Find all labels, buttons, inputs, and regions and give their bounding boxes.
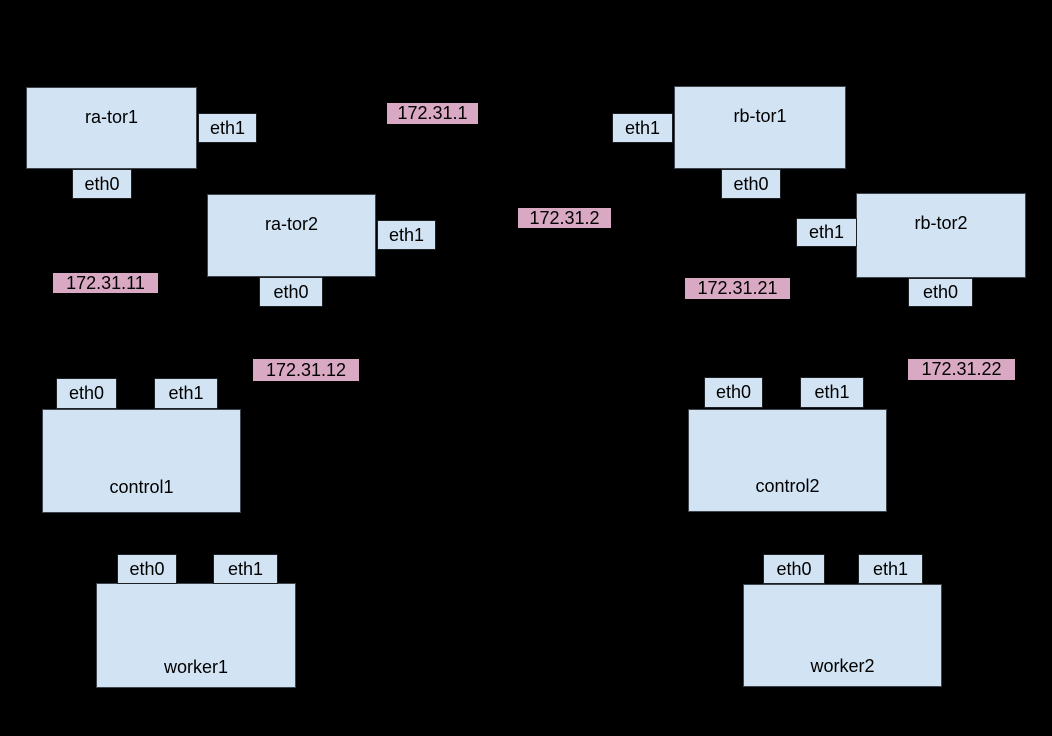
iface-rb-tor2-eth1: eth1 bbox=[796, 218, 857, 247]
iface-worker1-eth1: eth1 bbox=[213, 554, 278, 584]
ip-label-172-31-22: 172.31.22 bbox=[908, 359, 1015, 380]
node-label-rb-tor2: rb-tor2 bbox=[914, 213, 968, 233]
iface-ra-tor1-eth0: eth0 bbox=[72, 169, 132, 199]
iface-worker2-eth1: eth1 bbox=[858, 554, 923, 584]
iface-ra-tor2-eth0: eth0 bbox=[259, 277, 323, 307]
node-worker1: worker1 bbox=[96, 583, 296, 688]
node-label-ra-tor1: ra-tor1 bbox=[84, 107, 138, 127]
node-control1: control1 bbox=[42, 409, 241, 513]
ip-label-172-31-2: 172.31.2 bbox=[518, 208, 611, 228]
node-label-worker2: worker2 bbox=[810, 656, 875, 676]
node-ra-tor2: ra-tor2 bbox=[207, 194, 376, 277]
iface-ra-tor2-eth1: eth1 bbox=[377, 220, 436, 250]
node-label-control1: control1 bbox=[109, 477, 174, 497]
ip-label-172-31-11: 172.31.11 bbox=[53, 273, 158, 293]
iface-rb-tor1-eth1: eth1 bbox=[612, 113, 673, 143]
node-control2: control2 bbox=[688, 409, 887, 512]
iface-control2-eth0: eth0 bbox=[704, 377, 763, 408]
node-ra-tor1: ra-tor1 bbox=[26, 87, 197, 169]
iface-rb-tor1-eth0: eth0 bbox=[721, 169, 781, 199]
iface-control1-eth0: eth0 bbox=[56, 378, 117, 409]
ip-label-172-31-1: 172.31.1 bbox=[387, 103, 478, 124]
iface-rb-tor2-eth0: eth0 bbox=[908, 278, 973, 307]
node-label-worker1: worker1 bbox=[163, 657, 229, 677]
node-label-ra-tor2: ra-tor2 bbox=[264, 214, 318, 234]
iface-worker1-eth0: eth0 bbox=[117, 554, 177, 584]
ip-label-172-31-21: 172.31.21 bbox=[685, 278, 790, 299]
iface-control1-eth1: eth1 bbox=[154, 378, 218, 409]
node-worker2: worker2 bbox=[743, 584, 942, 687]
node-label-control2: control2 bbox=[755, 476, 820, 496]
node-rb-tor1: rb-tor1 bbox=[674, 86, 846, 169]
node-label-rb-tor1: rb-tor1 bbox=[733, 106, 787, 126]
ip-label-172-31-12: 172.31.12 bbox=[253, 359, 359, 381]
iface-control2-eth1: eth1 bbox=[800, 377, 864, 408]
iface-worker2-eth0: eth0 bbox=[763, 554, 825, 584]
iface-ra-tor1-eth1: eth1 bbox=[198, 113, 257, 143]
node-rb-tor2: rb-tor2 bbox=[856, 193, 1026, 278]
